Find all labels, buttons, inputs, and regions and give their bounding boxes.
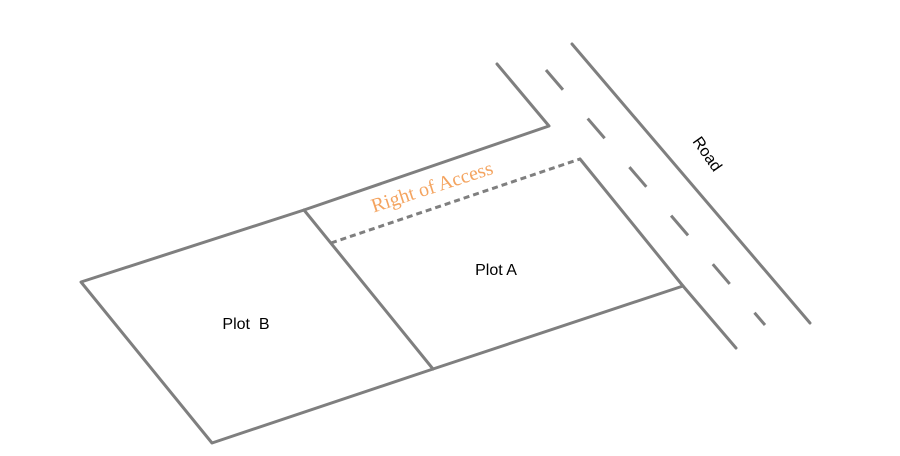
road-center-dashes (544, 69, 767, 326)
road-label: Road (689, 134, 725, 175)
plot-b-outline (79, 208, 435, 445)
road-edge-upper (570, 42, 812, 325)
plot-divider (302, 208, 435, 371)
access-strip-boundary (302, 62, 551, 212)
plot-b-label: Plot B (222, 316, 269, 333)
plot-a-outline (431, 157, 685, 371)
road-edge-lower (681, 284, 738, 350)
right-of-access-boundary (330, 157, 581, 245)
plot-a-label: Plot A (475, 262, 517, 279)
